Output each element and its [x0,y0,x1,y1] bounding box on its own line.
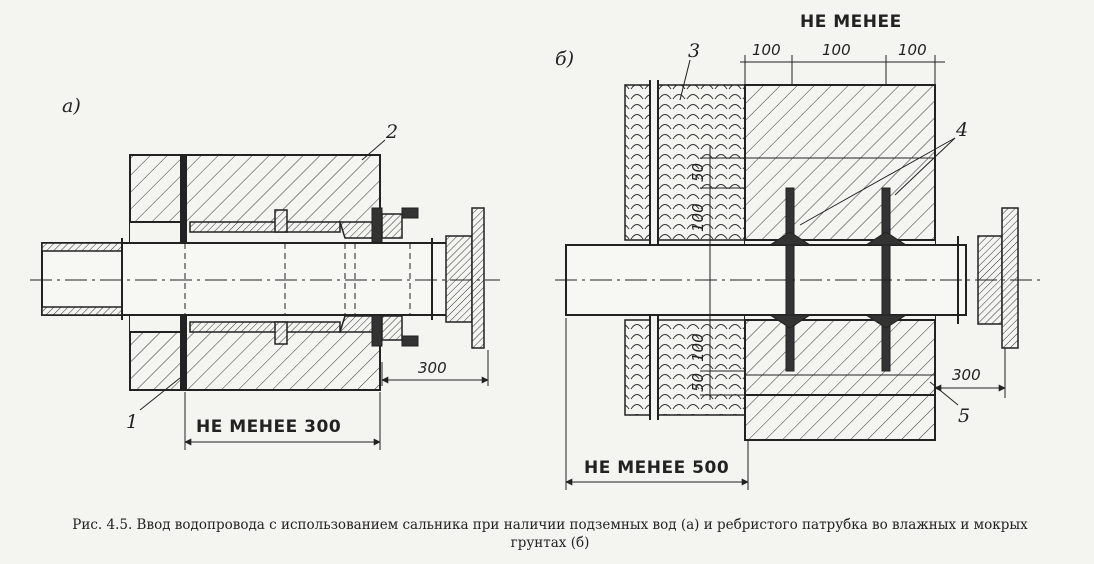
panel-b-callout-4: 4 [955,119,968,141]
panel-b-dim-v-1: 50 [689,163,707,182]
caption-line-2: грунтах (б) [510,535,590,551]
panel-a-pipe [30,207,500,349]
caption-line-1: Рис. 4.5. Ввод водопровода с использован… [72,517,1028,533]
panel-b-dim-top-3: 100 [898,41,927,59]
panel-a-letter: а) [62,95,81,117]
panel-b-pipe [555,187,1040,372]
panel-b-dim-top-title: НЕ МЕНЕЕ [800,12,902,32]
panel-b-dim-side: 300 [952,366,981,384]
figure-caption: Рис. 4.5. Ввод водопровода с использован… [30,516,1070,552]
panel-a-gland [189,207,419,347]
panel-b-callout-5: 5 [958,405,970,427]
panel-a-callout-1: 1 [126,411,138,433]
panel-b-dim-min: НЕ МЕНЕЕ 500 [584,458,729,478]
panel-b-callout-3: 3 [688,40,700,62]
panel-b-dim-v-4: 50 [689,373,707,392]
panel-a-dim-min: НЕ МЕНЕЕ 300 [196,417,341,437]
panel-a-callout-2: 2 [385,121,398,143]
panel-b: б) [555,12,1040,490]
panel-a: а) [30,95,500,450]
panel-b-dim-top-2: 100 [822,41,851,59]
panel-b-letter: б) [555,48,574,70]
panel-b-dim-top-1: 100 [752,41,781,59]
panel-b-dim-v-2: 100 [689,203,707,232]
panel-b-dim-v-3: 100 [689,333,707,362]
panel-b-soil [624,80,751,420]
panel-a-dim-side: 300 [418,359,447,377]
